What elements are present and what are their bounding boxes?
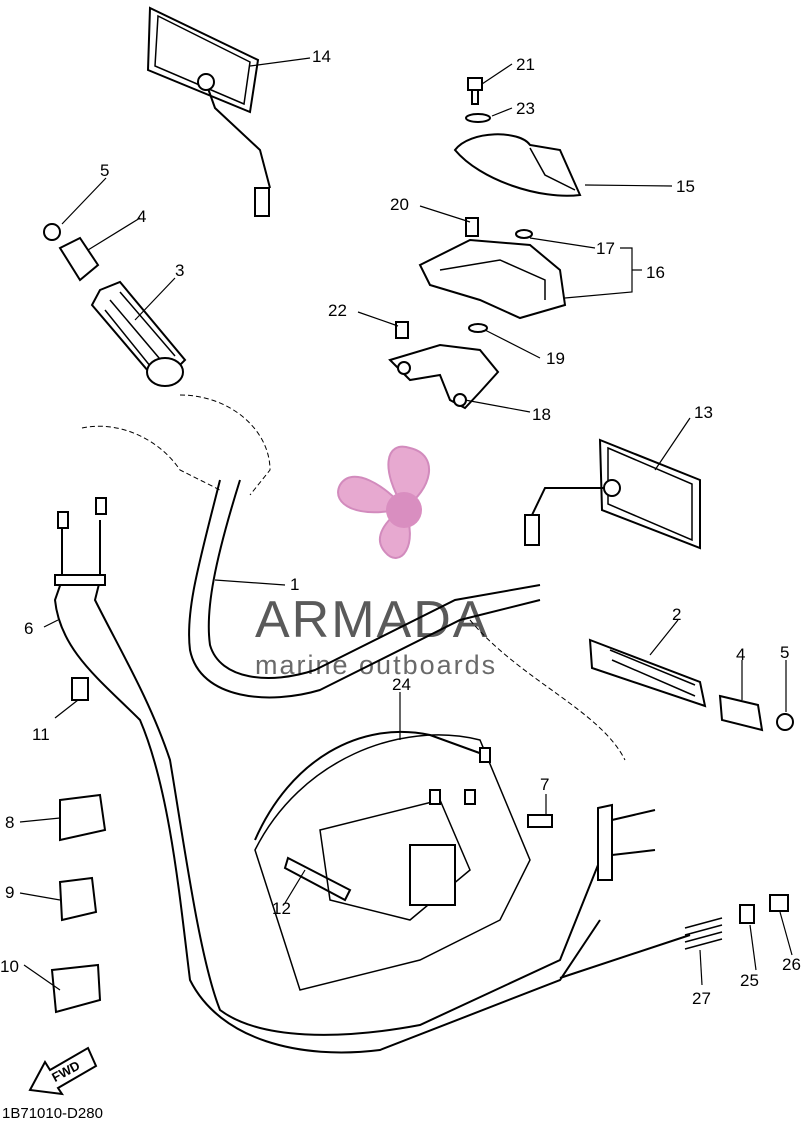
callout-26: 26 bbox=[782, 955, 801, 974]
callout-13: 13 bbox=[694, 403, 713, 422]
part-14-left-mirror bbox=[146, 6, 271, 217]
part-2-right-grip bbox=[588, 638, 707, 708]
callout-3: 3 bbox=[175, 261, 184, 280]
drawing-code: 1B71010-D280 bbox=[2, 1105, 103, 1122]
callout-23: 23 bbox=[516, 99, 535, 118]
part-25-collar bbox=[739, 904, 755, 924]
part-5-right-cap bbox=[776, 713, 794, 731]
callout-4-right: 4 bbox=[736, 645, 745, 664]
callout-6: 6 bbox=[24, 619, 33, 638]
callout-4-left: 4 bbox=[137, 207, 146, 226]
callout-labels: 14 21 23 15 20 17 16 22 19 18 13 5 4 3 1… bbox=[0, 47, 801, 1008]
callout-17: 17 bbox=[596, 239, 615, 258]
part-24-cable bbox=[254, 730, 491, 841]
part-1-handlebar bbox=[81, 394, 626, 761]
part-4-left-bar-end bbox=[58, 236, 100, 282]
callout-16: 16 bbox=[646, 263, 665, 282]
callout-19: 19 bbox=[546, 349, 565, 368]
callout-2: 2 bbox=[672, 605, 681, 624]
callout-8: 8 bbox=[5, 813, 14, 832]
callout-25: 25 bbox=[740, 971, 759, 990]
part-4-right-bar-end bbox=[718, 694, 764, 732]
callout-1: 1 bbox=[290, 575, 299, 594]
callout-22: 22 bbox=[328, 301, 347, 320]
part-13-right-mirror bbox=[524, 438, 701, 550]
callout-15: 15 bbox=[676, 177, 695, 196]
fwd-arrow-icon: FWD bbox=[28, 1046, 98, 1096]
part-6-throttle-cable bbox=[53, 497, 601, 1054]
callout-27: 27 bbox=[692, 989, 711, 1008]
callout-12: 12 bbox=[272, 899, 291, 918]
part-26-nut bbox=[769, 894, 789, 912]
frame-outline bbox=[254, 734, 531, 991]
part-11-bolt bbox=[71, 677, 89, 701]
part-18-lower-holder bbox=[388, 321, 500, 410]
callout-5-right: 5 bbox=[780, 643, 789, 662]
part-7-bracket bbox=[597, 803, 656, 881]
propeller-icon bbox=[337, 445, 430, 559]
callout-21: 21 bbox=[516, 55, 535, 74]
part-12-bracket bbox=[283, 856, 352, 902]
callout-11: 11 bbox=[32, 725, 50, 744]
part-8-clamp bbox=[59, 793, 107, 842]
callout-5-left: 5 bbox=[100, 161, 109, 180]
callout-24: 24 bbox=[392, 675, 411, 694]
part-10-clamp bbox=[50, 963, 102, 1014]
part-9-clamp bbox=[58, 876, 98, 922]
watermark-logo: ARMADA marine outboards bbox=[255, 445, 495, 680]
part-16-holder-bracket bbox=[418, 217, 567, 320]
callout-14: 14 bbox=[312, 47, 331, 66]
part-3-left-grip bbox=[90, 280, 187, 387]
callout-9: 9 bbox=[5, 883, 14, 902]
part-7-bolt bbox=[527, 814, 553, 828]
part-5-left-cap bbox=[43, 223, 61, 241]
callout-18: 18 bbox=[532, 405, 551, 424]
part-15-upper-cover bbox=[453, 77, 582, 197]
watermark-brand: ARMADA bbox=[255, 591, 489, 649]
callout-7: 7 bbox=[540, 775, 549, 794]
callout-10: 10 bbox=[0, 957, 19, 976]
part-27-spring bbox=[559, 917, 723, 979]
callout-20: 20 bbox=[390, 195, 409, 214]
leader-lines bbox=[19, 57, 793, 991]
